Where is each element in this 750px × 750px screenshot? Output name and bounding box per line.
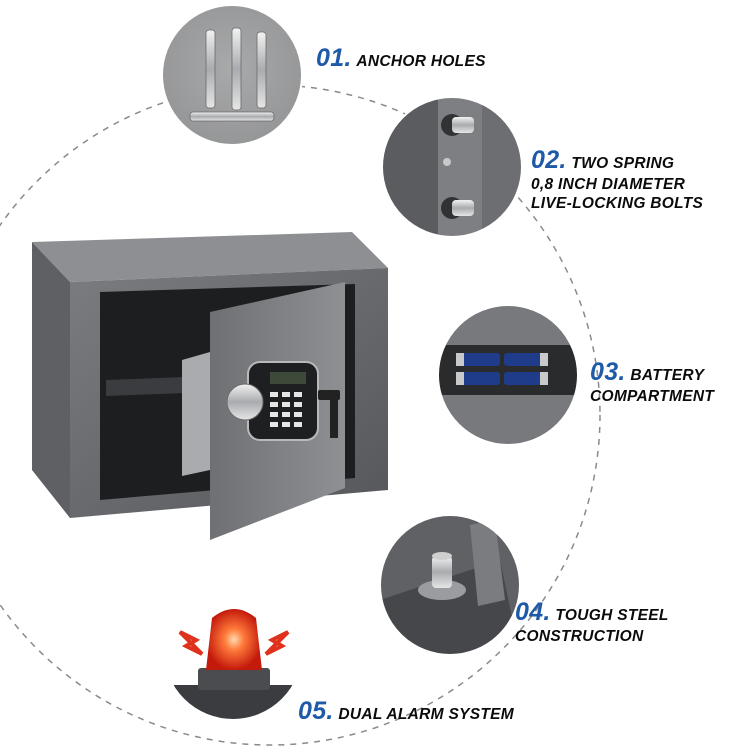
- feature-label-4: 04. TOUGH STEEL CONSTRUCTION: [515, 598, 669, 646]
- feature-number-2: 02.: [531, 146, 567, 174]
- feature-text-2-line-2: 0,8 INCH DIAMETER: [531, 176, 686, 193]
- feature-number-5: 05.: [298, 697, 334, 725]
- feature-label-1: 01. ANCHOR HOLES: [316, 44, 486, 73]
- feature-number-4: 04.: [515, 598, 551, 626]
- feature-label-3: 03. BATTERY COMPARTMENT: [590, 358, 714, 406]
- feature-text-3-line-1: BATTERY: [630, 367, 705, 384]
- safe-illustration: [32, 232, 388, 540]
- alarm-photo: [163, 580, 303, 720]
- feature-text-2-line-3: LIVE-LOCKING BOLTS: [531, 195, 704, 212]
- steel-construction-photo: [380, 515, 520, 655]
- feature-text-5-line-1: DUAL ALARM SYSTEM: [338, 706, 515, 723]
- battery-compartment-photo: [438, 305, 578, 445]
- feature-text-4-line-2: CONSTRUCTION: [515, 628, 644, 645]
- feature-number-3: 03.: [590, 358, 626, 386]
- feature-text-4-line-1: TOUGH STEEL: [555, 607, 669, 624]
- feature-label-2: 02. TWO SPRING 0,8 INCH DIAMETER LIVE-LO…: [531, 146, 703, 213]
- dashed-guide-circle: [0, 84, 601, 746]
- feature-text-1-line-1: ANCHOR HOLES: [356, 53, 486, 70]
- feature-text-3-line-2: COMPARTMENT: [590, 388, 715, 405]
- feature-text-2-line-1: TWO SPRING: [571, 155, 675, 172]
- feature-label-5: 05. DUAL ALARM SYSTEM: [298, 697, 514, 726]
- locking-bolts-photo: [382, 97, 522, 237]
- feature-number-1: 01.: [316, 44, 352, 72]
- anchor-holes-photo: [162, 5, 302, 145]
